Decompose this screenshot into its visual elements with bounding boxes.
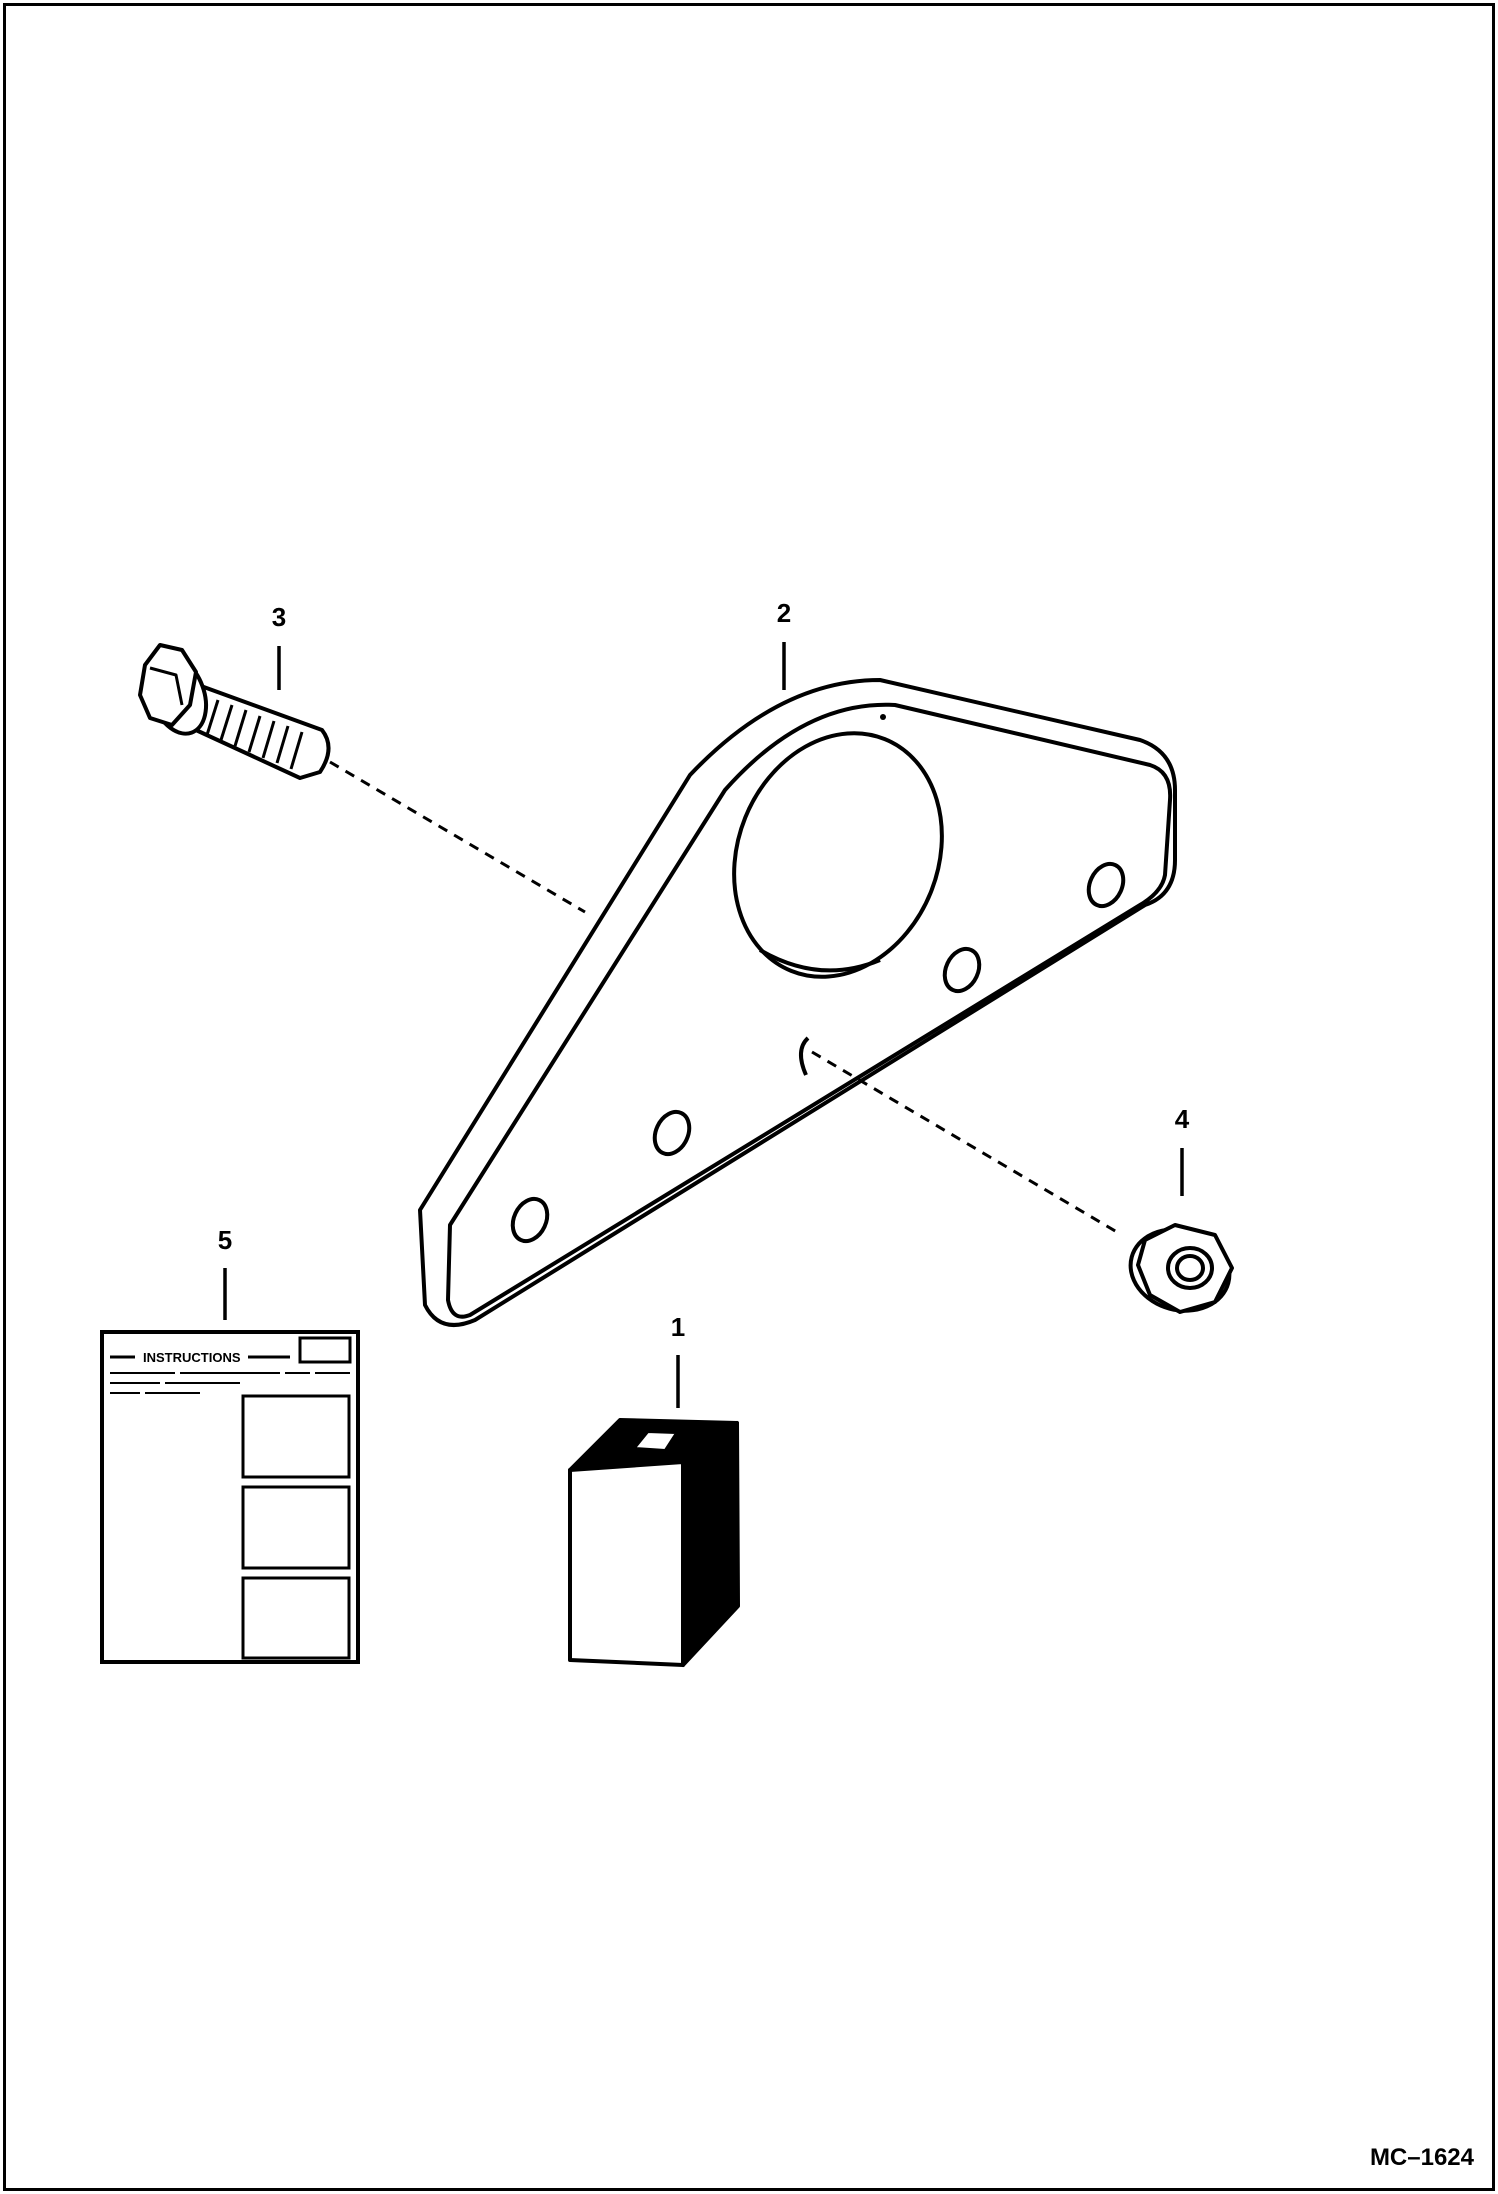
decal-pack <box>568 1418 740 1667</box>
figure-id: MC–1624 <box>1369 2144 1474 2171</box>
callout-1: 1 <box>670 1312 686 1342</box>
leader-lines <box>223 642 1184 1408</box>
instruction-sheet <box>100 1330 360 1664</box>
callout-5: 5 <box>217 1225 233 1255</box>
assembly-lines <box>329 760 1123 1237</box>
callout-2: 2 <box>776 598 792 628</box>
flange-nut <box>1128 1223 1234 1314</box>
callout-3: 3 <box>271 602 287 632</box>
instruction-sheet-title: INSTRUCTIONS <box>143 1350 241 1365</box>
mounting-plate <box>418 678 1177 1327</box>
flange-bolt <box>138 643 331 780</box>
diagram-frame <box>3 3 1495 2191</box>
callout-4: 4 <box>1174 1104 1190 1134</box>
